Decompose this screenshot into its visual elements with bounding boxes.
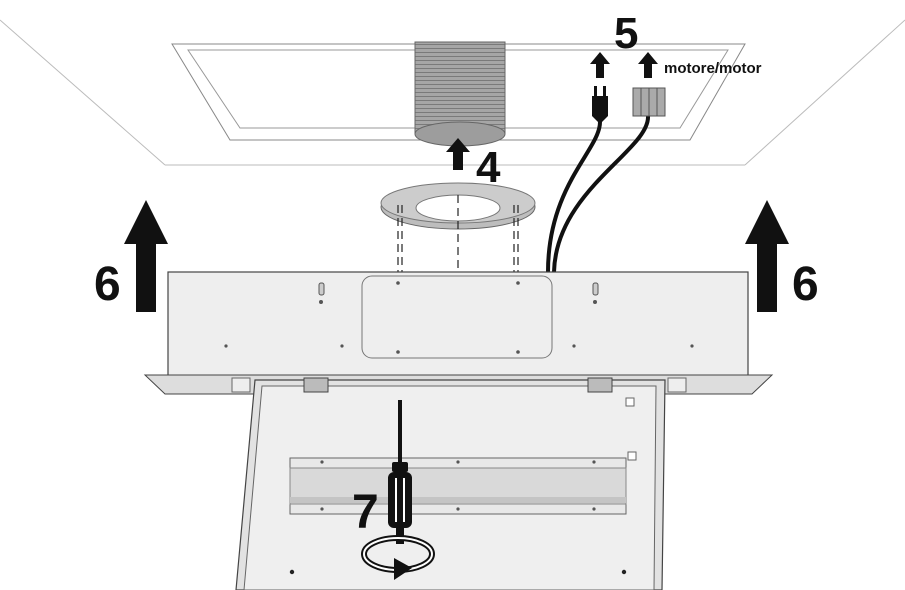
motor-label: motore/motor xyxy=(664,60,762,77)
motor-connector-icon xyxy=(632,52,666,117)
front-panel xyxy=(235,377,666,590)
step-6-right-label: 6 xyxy=(792,258,819,311)
step-5-label: 5 xyxy=(614,9,638,58)
hood-body xyxy=(143,271,774,395)
arrow-up-icon xyxy=(446,138,470,170)
arrow-up-right-icon xyxy=(745,200,789,312)
duct xyxy=(414,41,506,147)
plug-icon xyxy=(590,52,610,124)
cables xyxy=(546,115,651,273)
arrow-up-left-icon xyxy=(124,200,168,312)
step-6-left-label: 6 xyxy=(94,258,121,311)
step-7-label: 7 xyxy=(352,486,379,539)
rotate-icon xyxy=(361,535,435,580)
